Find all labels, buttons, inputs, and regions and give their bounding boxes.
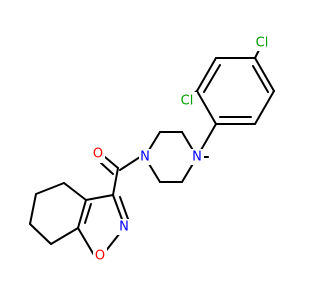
bond (29, 223, 52, 245)
atom-label-cl-left: Cl (181, 94, 194, 109)
atom-label-n-isoxazole: N (119, 220, 129, 235)
atom-n-isoxazole: N (117, 219, 130, 235)
bond (100, 162, 114, 175)
atom-n-piperazine-right: N (191, 149, 204, 165)
bond (35, 182, 65, 195)
bond (148, 131, 161, 151)
bond (112, 194, 124, 223)
bond (50, 227, 79, 245)
bond (196, 57, 217, 92)
bond (119, 196, 129, 220)
atom-o-isoxazole: O (93, 248, 107, 265)
bond (119, 156, 141, 171)
atom-label-n-piperazine-left: N (140, 150, 150, 165)
atom-labels: Cl Cl N N O N O (91, 34, 272, 265)
bond (104, 156, 119, 169)
atom-cl-left: Cl (177, 92, 197, 109)
bond (196, 90, 217, 125)
bond (85, 194, 114, 201)
bond (63, 182, 87, 201)
bond (112, 167, 119, 196)
atom-cl-top: Cl (252, 34, 272, 51)
atom-label-n-piperazine-right: N (192, 150, 202, 165)
atom-o-carbonyl: O (91, 146, 105, 163)
bond (148, 163, 161, 183)
bond (254, 57, 275, 92)
bond (77, 227, 95, 256)
bond (252, 65, 269, 93)
bond (203, 64, 221, 93)
bond (254, 90, 275, 125)
bond (104, 232, 121, 253)
bond (29, 193, 37, 225)
atom-label-o-carbonyl: O (93, 147, 103, 162)
bond (77, 199, 87, 229)
molecule-diagram: Cl Cl N N O N O (29, 34, 275, 265)
atom-n-piperazine-left: N (139, 149, 152, 165)
atom-label-o-isoxazole: O (95, 249, 105, 264)
atom-label-cl-top: Cl (256, 36, 269, 51)
bond (84, 203, 92, 224)
